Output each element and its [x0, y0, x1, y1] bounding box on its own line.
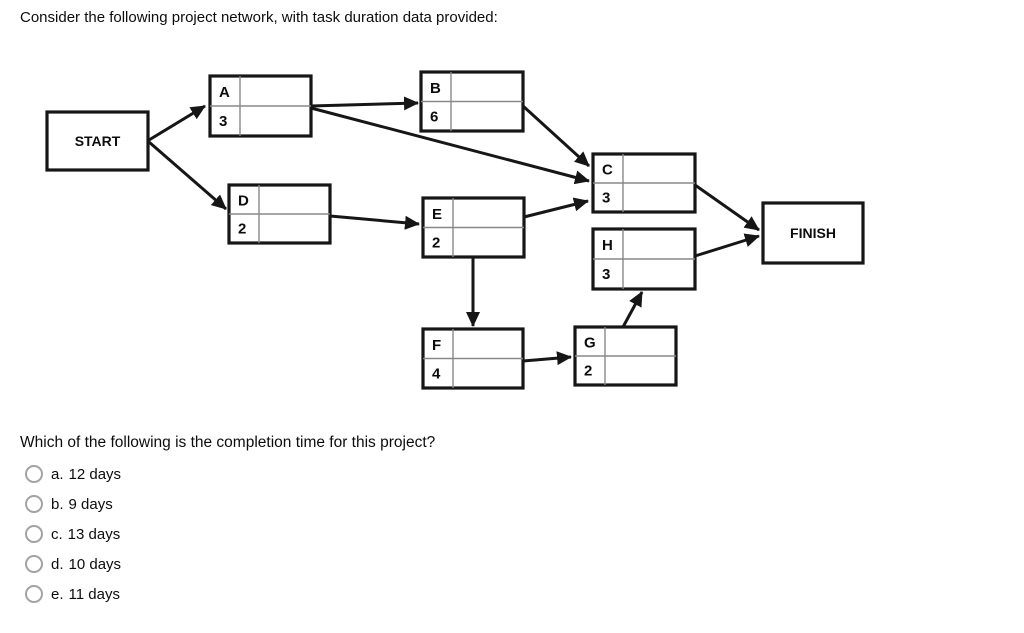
edge-G-H: [621, 291, 644, 328]
node-F: F4: [421, 327, 525, 390]
radio-button-c[interactable]: [25, 525, 43, 543]
task-name-label: B: [430, 80, 441, 97]
edge-A-B: [310, 96, 419, 111]
task-name-label: C: [602, 162, 613, 179]
milestone-box: [761, 201, 865, 265]
task-duration-label: 4: [432, 365, 441, 382]
edge-START-A: [148, 104, 206, 142]
option-label: 12 days: [68, 465, 122, 483]
task-duration-label: 2: [584, 363, 592, 380]
node-A: A3: [208, 74, 313, 138]
edge-F-G: [522, 351, 572, 366]
milestone-label: START: [75, 133, 121, 149]
option-d[interactable]: d.10 days: [25, 549, 121, 579]
node-START: START: [45, 110, 150, 172]
task-name-label: G: [584, 335, 596, 352]
node-B: B6: [419, 70, 525, 133]
node-FINISH: FINISH: [761, 201, 865, 265]
edge-START-D: [148, 140, 227, 211]
node-E: E2: [421, 196, 526, 259]
option-letter: e.: [51, 585, 64, 603]
milestone-box: [45, 110, 150, 172]
radio-button-a[interactable]: [25, 465, 43, 483]
task-duration-label: 3: [219, 113, 227, 130]
option-b[interactable]: b.9 days: [25, 489, 121, 519]
task-name-label: F: [432, 337, 441, 354]
task-name-label: D: [238, 193, 249, 210]
task-name-label: E: [432, 206, 442, 223]
node-H: H3: [591, 227, 697, 291]
node-C: C3: [591, 152, 697, 214]
question-text: Which of the following is the completion…: [20, 434, 436, 451]
node-G: G2: [573, 325, 678, 387]
task-name-label: A: [219, 84, 230, 101]
task-duration-label: 3: [602, 190, 610, 207]
milestone-label: FINISH: [790, 225, 836, 241]
option-letter: c.: [51, 525, 63, 543]
edge-H-FINISH: [694, 233, 760, 258]
edge-B-C: [521, 104, 591, 168]
edge-D-E: [329, 214, 420, 230]
edge-E-C: [523, 197, 589, 219]
option-label: 10 days: [68, 555, 122, 573]
task-name-label: H: [602, 237, 613, 254]
edge-A-C: [310, 106, 590, 185]
option-letter: a.: [51, 465, 64, 483]
option-c[interactable]: c.13 days: [25, 519, 121, 549]
radio-button-e[interactable]: [25, 585, 43, 603]
option-a[interactable]: a.12 days: [25, 459, 121, 489]
task-duration-label: 6: [430, 108, 438, 125]
option-label: 13 days: [67, 525, 121, 543]
task-duration-label: 2: [432, 234, 440, 251]
intro-text: Consider the following project network, …: [20, 9, 498, 26]
task-duration-label: 3: [602, 266, 610, 283]
task-duration-label: 2: [238, 221, 246, 238]
option-letter: b.: [51, 495, 64, 513]
radio-button-d[interactable]: [25, 555, 43, 573]
option-label: 11 days: [68, 585, 120, 603]
edge-C-FINISH: [694, 183, 760, 232]
node-D: D2: [227, 183, 332, 245]
radio-button-b[interactable]: [25, 495, 43, 513]
option-label: 9 days: [68, 495, 113, 513]
option-letter: d.: [51, 555, 64, 573]
option-e[interactable]: e.11 days: [25, 579, 121, 609]
